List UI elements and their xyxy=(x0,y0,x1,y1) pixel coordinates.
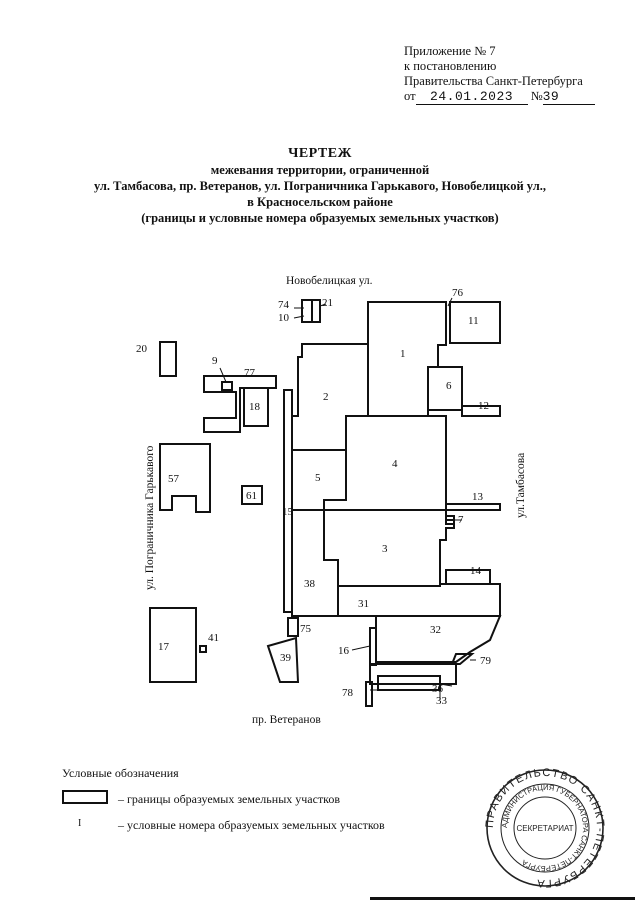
title-line3: в Красносельском районе xyxy=(247,195,393,209)
plot-15 xyxy=(283,389,293,613)
document-title: ЧЕРТЕЖ межевания территории, ограниченно… xyxy=(0,146,640,226)
street-south: пр. Ветеранов xyxy=(252,714,321,726)
street-west: ул. Пограничника Гарькавого xyxy=(144,445,156,590)
street-east: ул.Тамбасова xyxy=(515,453,527,518)
plot-16 xyxy=(369,627,377,666)
legend-boundary-symbol xyxy=(62,790,108,804)
plot-75 xyxy=(287,617,299,637)
label-plot-33: 33 xyxy=(436,695,448,707)
plot-6 xyxy=(427,366,463,411)
label-plot-74: 74 xyxy=(278,299,290,311)
label-plot-11: 11 xyxy=(468,315,479,327)
date-prefix: от xyxy=(404,89,416,103)
number-value: 39 xyxy=(542,89,560,104)
label-plot-14: 14 xyxy=(470,565,482,577)
label-plot-13: 13 xyxy=(472,491,484,503)
plot-7 xyxy=(445,515,455,525)
plot-36 xyxy=(369,663,457,685)
leader-lines xyxy=(219,297,476,700)
label-plot-78: 78 xyxy=(342,687,354,699)
plot-1 xyxy=(367,301,447,417)
label-plot-6: 6 xyxy=(446,380,452,392)
label-plot-3: 3 xyxy=(382,543,388,555)
stamp-center-text: СЕКРЕТАРИАТ xyxy=(516,824,573,833)
plot-10 xyxy=(301,299,313,323)
plot-77 xyxy=(203,375,277,433)
label-plot-38: 38 xyxy=(304,578,316,590)
plot-9 xyxy=(221,381,233,391)
label-plot-39: 39 xyxy=(280,652,292,664)
street-north: Новобелицкая ул. xyxy=(286,275,373,287)
annex-line3: Правительства Санкт-Петербурга xyxy=(404,74,583,88)
label-plot-21: 21 xyxy=(322,297,333,309)
legend-boundary-text: – границы образуемых земельных участков xyxy=(118,792,341,806)
label-plot-1: 1 xyxy=(400,348,406,360)
plot-11 xyxy=(449,301,501,344)
plot-13 xyxy=(445,503,501,511)
label-plot-41: 41 xyxy=(208,632,219,644)
label-plot-17: 17 xyxy=(158,641,170,653)
legend-number-text: – условные номера образуемых земельных у… xyxy=(118,818,385,832)
label-plot-79: 79 xyxy=(480,655,492,667)
label-plot-18: 18 xyxy=(249,401,261,413)
label-plot-12: 12 xyxy=(478,400,489,412)
label-plot-9: 9 xyxy=(212,355,218,367)
label-plot-7: 7 xyxy=(458,514,464,526)
label-plot-32: 32 xyxy=(430,624,441,636)
annex-date-line: от 24.01.2023 №39 xyxy=(404,89,595,105)
title-line4: (границы и условные номера образуемых зе… xyxy=(141,211,499,225)
plot-20 xyxy=(159,341,177,377)
plot-39 xyxy=(266,636,300,683)
label-plot-61: 61 xyxy=(246,490,257,502)
label-plot-10: 10 xyxy=(278,312,290,324)
plot-41 xyxy=(199,645,207,653)
legend-title: Условные обозначения xyxy=(62,766,179,780)
label-plot-57: 57 xyxy=(168,473,180,485)
plot-31 xyxy=(337,583,501,617)
label-plot-2: 2 xyxy=(323,391,329,403)
plot-79 xyxy=(450,653,475,665)
annex-block: Приложение № 7 к постановлению Правитель… xyxy=(404,44,595,105)
plot-17 xyxy=(149,607,197,683)
plot-2 xyxy=(291,343,369,451)
plot-number-labels: 1 2 3 4 5 6 7 9 10 11 12 13 14 15 16 17 … xyxy=(136,287,492,707)
label-plot-36: 36 xyxy=(432,683,444,695)
plot-61 xyxy=(241,485,263,505)
label-plot-5: 5 xyxy=(315,472,321,484)
plot-21 xyxy=(311,299,321,323)
label-plot-75: 75 xyxy=(300,623,312,635)
plot-38 xyxy=(291,509,339,617)
plot-57 xyxy=(159,443,211,513)
label-plot-77: 77 xyxy=(244,367,256,379)
title-line2: ул. Тамбасова, пр. Ветеранов, ул. Погран… xyxy=(93,179,546,193)
legend-number-symbol: I xyxy=(78,818,82,829)
plot-14 xyxy=(445,569,491,585)
label-plot-31: 31 xyxy=(358,598,369,610)
label-plot-16: 16 xyxy=(338,645,350,657)
annex-line2: к постановлению xyxy=(404,59,497,73)
title-main: ЧЕРТЕЖ xyxy=(288,146,352,161)
plot-78 xyxy=(365,681,373,707)
official-stamp: ПРАВИТЕЛЬСТВО САНКТ-ПЕТЕРБУРГА АДМИНИСТР… xyxy=(484,768,605,888)
annex-line1: Приложение № 7 xyxy=(404,44,496,58)
label-plot-15: 15 xyxy=(282,506,294,518)
plot-outlines xyxy=(149,299,502,707)
label-plot-4: 4 xyxy=(392,458,398,470)
plot-3 xyxy=(323,509,455,587)
label-plot-20: 20 xyxy=(136,343,148,355)
date-value: 24.01.2023 xyxy=(430,89,514,104)
label-plot-76: 76 xyxy=(452,287,464,299)
bottom-rule xyxy=(370,897,635,900)
title-line1: межевания территории, ограниченной xyxy=(210,163,430,177)
plot-4 xyxy=(323,415,447,511)
number-prefix: № xyxy=(530,89,543,103)
plot-12 xyxy=(461,405,501,417)
